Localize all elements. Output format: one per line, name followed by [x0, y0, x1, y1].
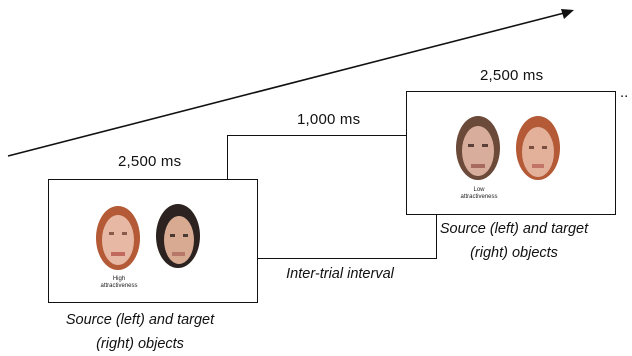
caption-1-line2: (right) objects [96, 336, 184, 352]
duration-2: 1,000 ms [297, 111, 361, 128]
source-face-3 [456, 116, 500, 180]
continuation-dots: .. [620, 84, 629, 101]
target-face-3 [516, 116, 560, 180]
face-label-3-line2: attractiveness [460, 194, 498, 200]
face-label-1-line2: attractiveness [100, 283, 138, 289]
face-label-3: Low attractiveness [449, 187, 509, 201]
caption-2-line1: Inter-trial interval [286, 266, 394, 282]
face-label-1: High attractiveness [89, 276, 149, 290]
duration-3: 2,500 ms [480, 67, 544, 84]
caption-3-line1: Source (left) and target [439, 221, 589, 237]
target-face-1 [156, 204, 200, 268]
face-label-1-line1: High [112, 276, 126, 282]
caption-3: Source (left) and target (right) objects [414, 217, 614, 265]
caption-2: Inter-trial interval [260, 262, 420, 286]
time-arrow-line [7, 11, 569, 157]
trial-frame-1: High attractiveness [48, 179, 258, 303]
caption-1-line1: Source (left) and target [65, 312, 215, 328]
duration-1: 2,500 ms [118, 153, 182, 170]
source-face-1 [96, 206, 140, 270]
caption-3-line2: (right) objects [470, 245, 558, 261]
trial-frame-3: Low attractiveness [406, 91, 616, 215]
face-label-3-line1: Low [473, 187, 485, 193]
time-arrow-head [561, 9, 574, 19]
inter-trial-frame [227, 135, 437, 259]
caption-1: Source (left) and target (right) objects [40, 308, 240, 356]
